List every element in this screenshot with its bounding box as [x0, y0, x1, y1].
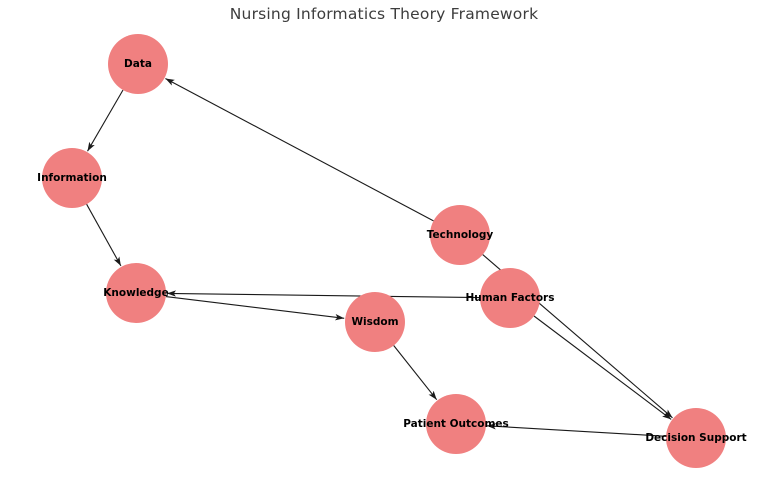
node-human_factors: [480, 268, 540, 328]
edge-decision_support-to-patient_outcomes: [486, 423, 667, 437]
edge-technology-to-data: [165, 78, 434, 222]
node-label-technology: Technology: [427, 229, 494, 241]
node-technology: [430, 205, 490, 265]
node-label-patient_outcomes: Patient Outcomes: [403, 418, 509, 430]
node-label-wisdom: Wisdom: [351, 316, 398, 328]
node-wisdom: [345, 292, 405, 352]
edge-human_factors-to-knowledge: [166, 290, 481, 299]
edge-human_factors-to-decision_support: [533, 315, 672, 420]
chart-title: Nursing Informatics Theory Framework: [229, 5, 539, 23]
node-decision_support: [666, 408, 726, 468]
node-label-knowledge: Knowledge: [103, 287, 168, 299]
node-data: [108, 34, 168, 94]
edge-information-to-knowledge: [86, 203, 122, 267]
node-label-data: Data: [124, 58, 152, 70]
node-patient_outcomes: [426, 394, 486, 454]
edge-knowledge-to-wisdom: [165, 296, 345, 321]
node-layer: [42, 34, 726, 468]
node-label-information: Information: [37, 172, 107, 184]
node-label-human_factors: Human Factors: [466, 292, 555, 304]
edge-wisdom-to-patient_outcomes: [393, 345, 438, 401]
edge-layer: [86, 78, 673, 437]
node-knowledge: [106, 263, 166, 323]
node-information: [42, 148, 102, 208]
edge-data-to-information: [87, 89, 124, 152]
node-label-decision_support: Decision Support: [645, 432, 746, 444]
